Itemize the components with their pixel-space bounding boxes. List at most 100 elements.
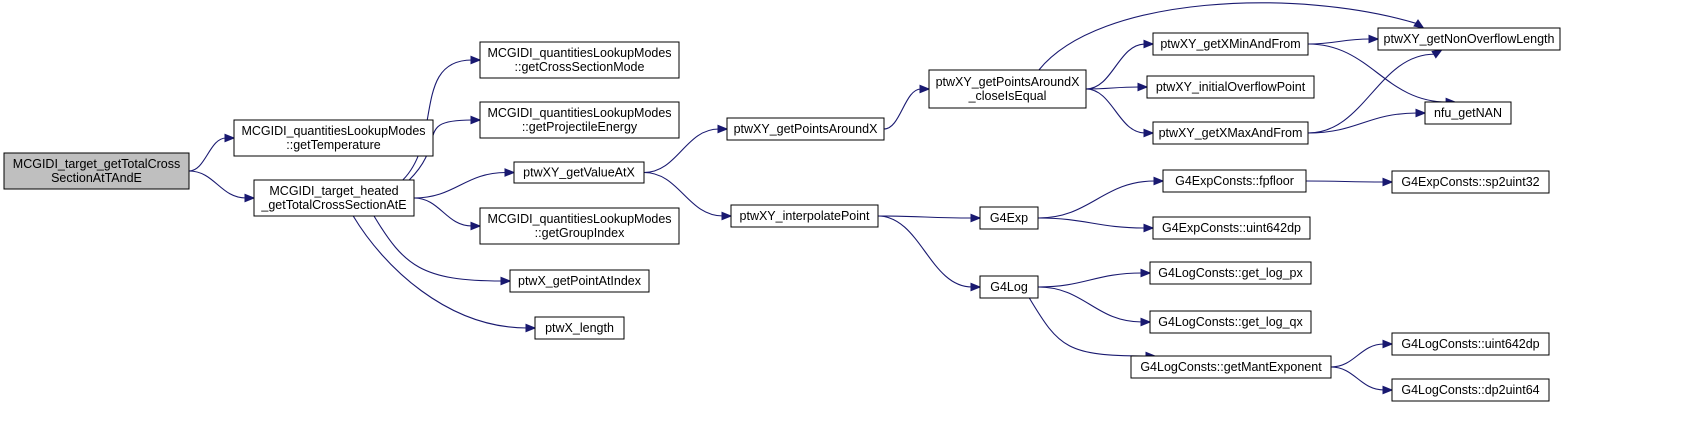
node-getTemperature[interactable]: MCGIDI_quantitiesLookupModes::getTempera… <box>233 119 434 157</box>
node-getValueAtX[interactable]: ptwXY_getValueAtX <box>513 161 645 184</box>
edge-line <box>1038 2 1417 71</box>
node-box <box>1162 169 1307 193</box>
node-label-line: ptwXY_getNonOverflowLength <box>1384 32 1555 46</box>
node-box <box>479 41 680 79</box>
node-nfu_getNAN[interactable]: nfu_getNAN <box>1424 101 1512 125</box>
edge-line <box>188 170 247 199</box>
edge-closeIsEqual-to-getXMinAndFrom <box>1085 39 1155 90</box>
node-label-line: G4ExpConsts::fpfloor <box>1175 174 1294 188</box>
arrowhead <box>1143 223 1155 233</box>
node-getCrossSectionMode[interactable]: MCGIDI_quantitiesLookupModes::getCrossSe… <box>479 41 680 79</box>
arrowhead <box>1382 385 1394 395</box>
edge-G4Log-to-get_log_qx <box>1037 286 1152 327</box>
node-label-line: G4ExpConsts::sp2uint32 <box>1401 175 1539 189</box>
arrowhead <box>525 323 537 333</box>
node-sp2uint32[interactable]: G4ExpConsts::sp2uint32 <box>1391 170 1550 194</box>
edge-G4Log-to-getMantExponent <box>1028 297 1157 361</box>
node-box <box>513 161 645 184</box>
node-getPointsAroundX[interactable]: ptwXY_getPointsAroundX <box>726 117 885 141</box>
node-heated[interactable]: MCGIDI_target_heated_getTotalCrossSectio… <box>253 179 415 217</box>
edge-fpfloor-to-sp2uint32 <box>1305 177 1394 187</box>
node-fpfloor[interactable]: G4ExpConsts::fpfloor <box>1162 169 1307 193</box>
edge-line <box>402 59 473 181</box>
node-label-line: nfu_getNAN <box>1434 106 1502 120</box>
edge-line <box>1330 366 1385 391</box>
node-box <box>253 179 415 217</box>
edge-line <box>1307 43 1448 103</box>
node-label-line: _getTotalCrossSectionAtE <box>260 198 406 212</box>
node-root: MCGIDI_target_getTotalCrossSectionAtTAnd… <box>3 152 190 190</box>
edge-closeIsEqual-to-initialOverflowPoint <box>1085 82 1149 92</box>
arrowhead <box>970 213 982 223</box>
node-box <box>1130 355 1332 379</box>
node-label-line: ::getTemperature <box>286 138 381 152</box>
node-getPointAtIndex[interactable]: ptwX_getPointAtIndex <box>509 269 650 293</box>
edge-line <box>1085 43 1146 90</box>
edge-line <box>1037 180 1156 219</box>
node-label-line: G4Log <box>990 280 1028 294</box>
node-box <box>726 117 885 141</box>
node-initialOverflowPoint[interactable]: ptwXY_initialOverflowPoint <box>1146 75 1315 99</box>
node-label-line: ptwXY_initialOverflowPoint <box>1156 80 1306 94</box>
arrowhead <box>1368 34 1380 44</box>
node-getMantExponent[interactable]: G4LogConsts::getMantExponent <box>1130 355 1332 379</box>
edge-heated-to-ptwX_length <box>352 215 537 333</box>
edge-line <box>373 215 503 282</box>
node-label-line: SectionAtTAndE <box>51 171 142 185</box>
node-getNonOverflowLength[interactable]: ptwXY_getNonOverflowLength <box>1377 27 1561 51</box>
node-getXMaxAndFrom[interactable]: ptwXY_getXMaxAndFrom <box>1152 121 1309 145</box>
edge-line <box>1085 88 1146 134</box>
node-closeIsEqual[interactable]: ptwXY_getPointsAroundX_closeIsEqual <box>928 69 1087 109</box>
arrowhead <box>1140 268 1152 278</box>
edge-line <box>1307 38 1371 45</box>
node-getGroupIndex[interactable]: MCGIDI_quantitiesLookupModes::getGroupIn… <box>479 207 680 245</box>
edge-interpolatePoint-to-G4Exp <box>877 213 982 223</box>
arrowhead <box>1143 39 1155 49</box>
node-label-line: MCGIDI_quantitiesLookupModes <box>487 212 671 226</box>
node-label-line: ::getCrossSectionMode <box>515 60 645 74</box>
edge-line <box>1037 217 1146 229</box>
edge-line <box>1330 343 1385 368</box>
edge-line <box>883 88 922 130</box>
node-box <box>1149 261 1312 285</box>
node-dp2uint64[interactable]: G4LogConsts::dp2uint64 <box>1391 378 1550 402</box>
node-getXMinAndFrom[interactable]: ptwXY_getXMinAndFrom <box>1152 32 1309 56</box>
node-G4Log[interactable]: G4Log <box>979 275 1039 299</box>
edge-heated-to-getGroupIndex <box>413 197 482 231</box>
nodes-layer: MCGIDI_target_getTotalCrossSectionAtTAnd… <box>3 27 1561 402</box>
edge-line <box>413 171 507 199</box>
node-label-line: ptwXY_getPointsAroundX <box>936 75 1081 89</box>
node-getProjectileEnergy[interactable]: MCGIDI_quantitiesLookupModes::getProject… <box>479 101 680 139</box>
edge-line <box>643 171 724 217</box>
node-interpolatePoint[interactable]: ptwXY_interpolatePoint <box>730 204 879 228</box>
edge-root-to-heated <box>188 170 256 203</box>
node-box <box>1146 75 1315 99</box>
arrowhead <box>919 84 931 94</box>
arrowhead <box>470 221 482 231</box>
node-get_log_px[interactable]: G4LogConsts::get_log_px <box>1149 261 1312 285</box>
node-label-line: MCGIDI_target_heated <box>269 184 398 198</box>
node-label-line: ptwXY_getXMaxAndFrom <box>1159 126 1303 140</box>
node-G4Exp[interactable]: G4Exp <box>979 206 1039 230</box>
edge-line <box>413 197 473 227</box>
arrowhead <box>224 133 236 143</box>
node-box <box>233 119 434 157</box>
edge-line <box>188 137 227 172</box>
arrowhead <box>717 124 729 134</box>
node-exp_uint642dp[interactable]: G4ExpConsts::uint642dp <box>1152 216 1311 240</box>
node-label-line: ptwXY_getPointsAroundX <box>734 122 879 136</box>
node-box <box>1391 332 1550 356</box>
edge-line <box>1085 86 1140 90</box>
arrowhead <box>1382 177 1394 187</box>
edge-getPointsAroundX-to-closeIsEqual <box>883 84 931 130</box>
node-ptwX_length[interactable]: ptwX_length <box>534 316 625 340</box>
node-get_log_qx[interactable]: G4LogConsts::get_log_qx <box>1149 310 1312 334</box>
edge-line <box>1305 180 1385 183</box>
arrowhead <box>1140 317 1152 327</box>
node-label-line: G4LogConsts::get_log_px <box>1158 266 1303 280</box>
node-label-line: ptwX_length <box>545 321 614 335</box>
arrowhead <box>1143 128 1155 138</box>
edge-line <box>1037 286 1143 323</box>
edge-interpolatePoint-to-G4Log <box>877 215 982 292</box>
node-log_uint642dp[interactable]: G4LogConsts::uint642dp <box>1391 332 1550 356</box>
